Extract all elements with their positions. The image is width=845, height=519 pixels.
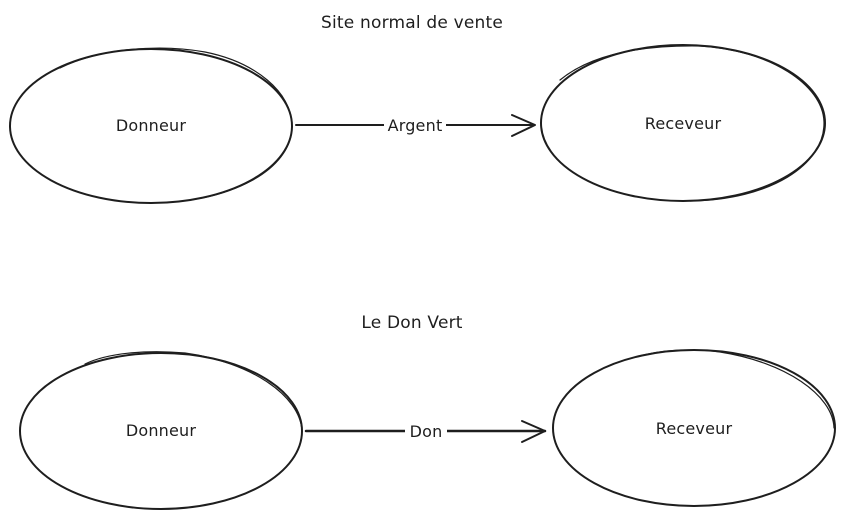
source-node-label: Donneur [126, 421, 197, 440]
edge-label-background [384, 113, 446, 137]
diagram-don-vert: Le Don Vert Donneur Receveur Don [19, 313, 836, 510]
arrowhead-icon [511, 114, 536, 137]
edge-arrow[interactable]: Argent [295, 113, 536, 137]
edge-arrow[interactable]: Don [304, 419, 547, 443]
edge-label: Don [410, 422, 443, 441]
target-node-sketch-line [635, 349, 835, 429]
edge-label-background [405, 419, 447, 443]
target-node-shape [540, 44, 826, 202]
diagram-title: Le Don Vert [361, 313, 462, 333]
target-node-label: Receveur [656, 419, 733, 438]
target-node[interactable]: Receveur [552, 349, 836, 507]
arrowhead-icon [521, 420, 546, 443]
source-node[interactable]: Donneur [9, 47, 293, 204]
source-node-label: Donneur [116, 116, 187, 135]
target-node[interactable]: Receveur [540, 44, 826, 202]
source-node-sketch-line [84, 351, 303, 432]
source-node[interactable]: Donneur [19, 351, 303, 510]
target-node-label: Receveur [645, 114, 722, 133]
source-node-sketch-line [59, 47, 293, 204]
edge-label: Argent [388, 116, 443, 135]
diagram-title: Site normal de vente [321, 13, 503, 33]
diagram-site-normal: Site normal de vente Donneur Receveur Ar… [9, 13, 826, 204]
target-node-sketch-line [559, 45, 825, 202]
